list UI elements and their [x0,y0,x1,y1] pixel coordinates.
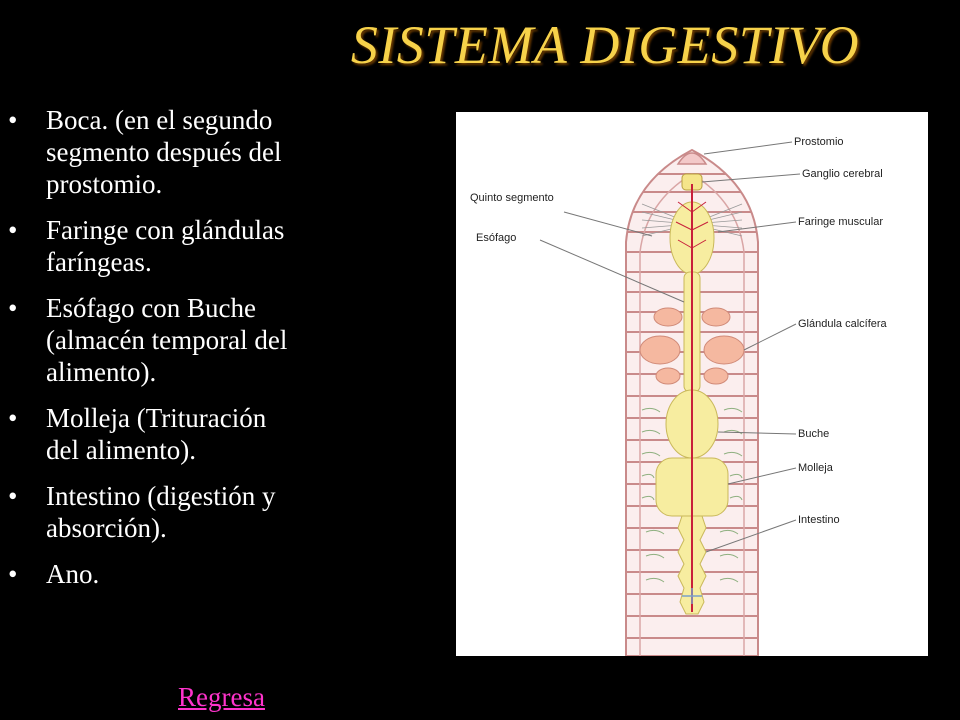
bullet-text: Molleja (Trituración del alimento). [46,403,267,465]
earthworm-digestive-diagram: Prostomio Ganglio cerebral Quinto segmen… [456,112,928,656]
bullet-dot: • [8,105,18,135]
back-link[interactable]: Regresa [178,682,265,712]
label-molleja: Molleja [798,462,834,474]
bullet-text: Esófago con Buche (almacén temporal del … [46,293,288,387]
bullet-dot: • [8,403,18,433]
bullet-list: • Boca. (en el segundo segmento después d… [0,104,300,604]
diagram-svg: Prostomio Ganglio cerebral Quinto segmen… [470,136,888,656]
vaso-ramas [675,201,709,249]
slide-title: SISTEMA DIGESTIVO [350,15,860,75]
bullet-dot: • [8,215,18,245]
label-glandula-calcifera: Glándula calcífera [798,318,888,330]
bullet-text: Ano. [46,559,100,589]
bullet-text: Faringe con glándulas faríngeas. [46,215,285,277]
bullet-faringe: • Faringe con glándulas faríngeas. [0,214,300,278]
bullet-molleja: • Molleja (Trituración del alimento). [0,402,300,466]
label-prostomio: Prostomio [794,136,844,148]
label-ganglio-cerebral: Ganglio cerebral [802,168,883,180]
label-buche: Buche [798,428,829,440]
label-quinto-segmento: Quinto segmento [470,192,554,204]
bullet-intestino: • Intestino (digestión y absorción). [0,480,300,544]
glandulas-calciferas [639,307,745,385]
bullet-text: Intestino (digestión y absorción). [46,481,276,543]
bullet-dot: • [8,559,18,589]
leader-lines [539,141,801,553]
septo-inferior [682,588,702,604]
label-esofago: Esófago [476,232,516,244]
bullet-text: Boca. (en el segundo segmento después de… [46,105,282,199]
bullet-boca: • Boca. (en el segundo segmento después d… [0,104,300,200]
bullet-ano: • Ano. [0,558,300,590]
bullet-esofago: • Esófago con Buche (almacén temporal del… [0,292,300,388]
label-faringe-muscular: Faringe muscular [798,216,883,228]
bullet-dot: • [8,481,18,511]
nefridios [641,407,743,583]
bullet-dot: • [8,293,18,323]
label-intestino: Intestino [798,514,840,526]
prostomio-shape [676,152,708,165]
